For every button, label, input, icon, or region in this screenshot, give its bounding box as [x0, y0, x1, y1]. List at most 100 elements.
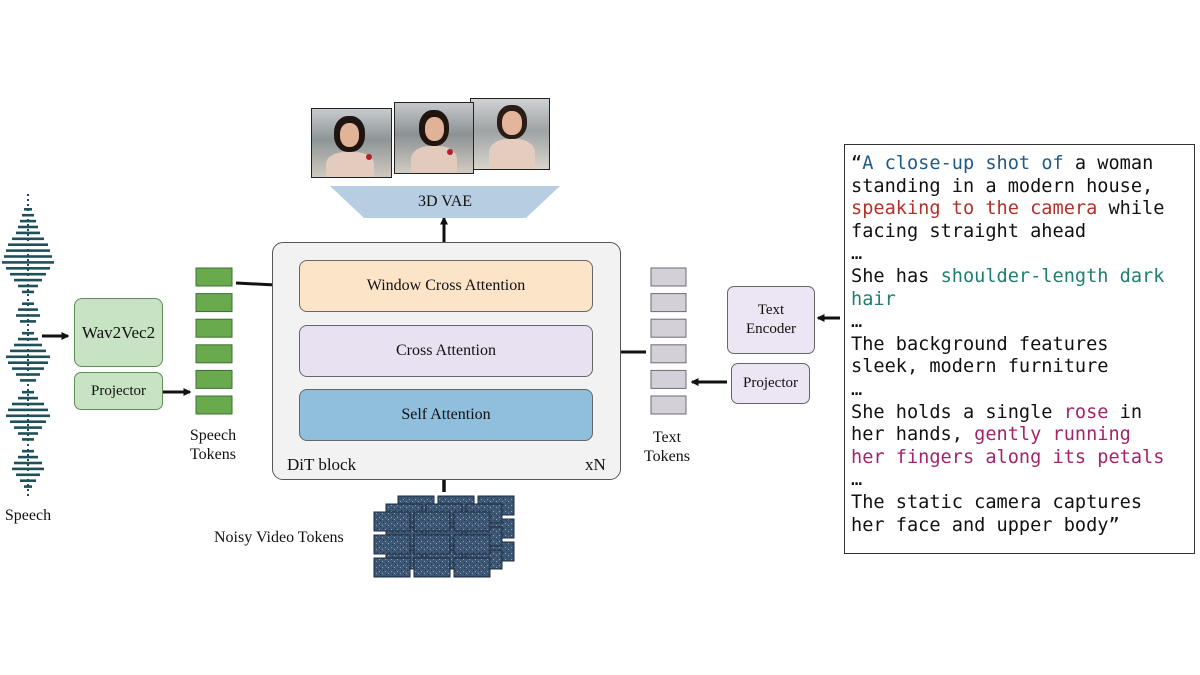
prompt-line-1: “A close-up shot of a woman	[851, 153, 1154, 174]
projector-left-box: Projector	[74, 372, 163, 410]
speech-tokens-label-line2: Tokens	[190, 446, 236, 463]
text-token	[650, 344, 687, 364]
speech-tokens-stack	[195, 267, 233, 415]
waveform-bar	[6, 267, 50, 270]
text-tokens-label-line2: Tokens	[644, 448, 690, 465]
prompt-line-7: The background features	[851, 333, 1109, 355]
speech-token	[195, 369, 233, 389]
self-attention-label: Self Attention	[401, 406, 491, 423]
self-attention-box: Self Attention	[299, 389, 593, 441]
noisy-video-token	[373, 557, 411, 578]
waveform-bar	[14, 426, 42, 429]
noisy-video-token	[453, 557, 491, 578]
waveform-bar	[22, 390, 34, 394]
text-token	[650, 369, 687, 389]
waveform-bar	[18, 432, 38, 435]
waveform-bar	[18, 284, 38, 288]
text-tokens-label: Text Tokens	[636, 428, 698, 466]
text-prompt-box: “A close-up shot of a woman standing in …	[844, 144, 1195, 554]
vae-trapezoid	[330, 186, 560, 218]
waveform-bar	[18, 225, 38, 229]
prompt-line-13: her face and upper body”	[851, 514, 1120, 536]
video-frame-3	[470, 98, 550, 170]
wav2vec2-label: Wav2Vec2	[81, 322, 156, 342]
prompt-line-4: facing straight ahead	[851, 220, 1087, 242]
prompt-ellipsis-2: …	[851, 311, 863, 333]
window-cross-attention-label: Window Cross Attention	[366, 277, 526, 294]
dit-block-label: DiT block	[287, 455, 357, 474]
waveform-bar	[8, 361, 48, 364]
text-token	[650, 318, 687, 338]
waveform-bar	[20, 379, 36, 382]
waveform-bar	[10, 272, 46, 276]
noisy-video-token	[413, 534, 451, 555]
waveform-bar	[12, 237, 44, 241]
prompt-ellipsis-4: …	[851, 469, 863, 491]
projector-right-box: Projector	[731, 363, 810, 404]
noisy-video-tokens-label: Noisy Video Tokens	[214, 529, 344, 546]
prompt-line-5: She has shoulder-length dark	[851, 265, 1165, 287]
prompt-ellipsis-3: …	[851, 378, 863, 400]
waveform-bar	[24, 485, 32, 488]
speech-waveform	[2, 194, 54, 498]
prompt-line-11: her fingers along its petals	[851, 446, 1165, 468]
prompt-line-9: She holds a single rose in	[851, 401, 1143, 423]
prompt-line-8: sleek, modern furniture	[851, 356, 1109, 378]
waveform-bar	[22, 302, 34, 305]
wav2vec2-box: Wav2Vec2	[74, 298, 163, 367]
speech-token	[195, 318, 233, 338]
text-encoder-label-line2: Encoder	[746, 321, 796, 337]
waveform-bar	[2, 261, 54, 264]
waveform-bar	[8, 243, 48, 246]
waveform-bar	[8, 408, 48, 412]
text-token	[650, 293, 687, 313]
waveform-bar	[16, 473, 40, 477]
prompt-line-2: standing in a modern house,	[851, 175, 1154, 197]
waveform-bar	[22, 331, 34, 335]
waveform-bar	[12, 402, 44, 406]
speech-token	[195, 344, 233, 364]
noisy-video-token	[373, 511, 411, 532]
speech-tokens-label-line1: Speech	[189, 427, 237, 444]
noisy-video-token	[413, 557, 451, 578]
noisy-video-tokens-grid	[373, 495, 515, 578]
window-cross-attention-box: Window Cross Attention	[299, 260, 593, 312]
waveform-bar	[18, 308, 38, 311]
noisy-video-token	[453, 534, 491, 555]
waveform-bar	[6, 414, 50, 418]
waveform-bar	[22, 449, 34, 453]
waveform-bar	[22, 213, 34, 217]
text-encoder-label-line1: Text	[757, 302, 785, 318]
waveform-bar	[4, 255, 52, 258]
waveform-bar	[18, 396, 38, 400]
speech-label: Speech	[4, 507, 52, 524]
waveform-bar	[18, 455, 38, 459]
text-token	[650, 267, 687, 287]
waveform-bar	[22, 290, 34, 294]
waveform-bar	[22, 438, 34, 441]
waveform-bar	[6, 355, 50, 359]
waveform-bar	[16, 314, 40, 317]
waveform-bar	[6, 249, 50, 252]
text-token	[650, 395, 687, 415]
text-tokens-stack	[650, 267, 687, 415]
prompt-ellipsis-1: …	[851, 243, 863, 265]
projector-left-label: Projector	[91, 382, 146, 399]
prompt-line-10: her hands, gently running	[851, 424, 1131, 446]
video-frame-2	[394, 102, 474, 174]
projector-right-label: Projector	[743, 375, 798, 391]
prompt-line-12: The static camera captures	[851, 491, 1143, 513]
waveform-bar	[18, 337, 38, 341]
waveform-bar	[12, 367, 44, 370]
noisy-video-token	[413, 511, 451, 532]
vae-label: 3D VAE	[417, 193, 473, 210]
waveform-bar	[10, 349, 46, 353]
waveform-bar	[14, 278, 42, 282]
waveform-bar	[12, 467, 44, 471]
waveform-bar	[20, 219, 36, 223]
waveform-bar	[20, 320, 36, 323]
waveform-bar	[14, 461, 42, 465]
speech-token	[195, 267, 233, 287]
